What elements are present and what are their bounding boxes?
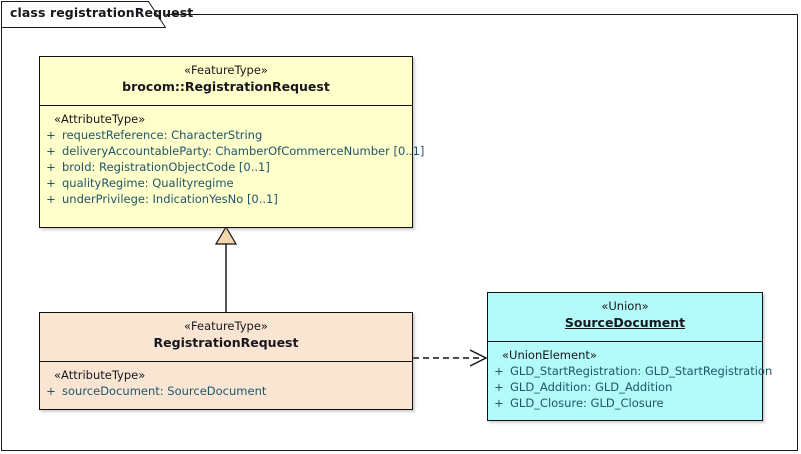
attribute-label: GLD_Addition: GLD_Addition [510,380,673,394]
compartment-divider [40,361,412,362]
attribute-row[interactable]: + deliveryAccountableParty: ChamberOfCom… [40,143,424,159]
visibility-marker: + [46,144,56,158]
class-stereotype: «Union» [601,299,649,313]
attribute-label: qualityRegime: Qualityregime [62,176,234,190]
compartment-divider [40,105,412,106]
class-stereotype: «FeatureType» [184,63,268,77]
compartment-stereotype: «AttributeType» [54,368,146,382]
attribute-label: sourceDocument: SourceDocument [62,384,267,398]
diagram-title-tab: class registrationRequest [1,1,193,28]
attribute-row[interactable]: + requestReference: CharacterString [40,127,412,143]
class-name: RegistrationRequest [153,335,299,350]
compartment-divider [488,341,762,342]
class-name: brocom::RegistrationRequest [122,79,330,94]
class-box-brocom-registration-request[interactable]: «FeatureType» brocom::RegistrationReques… [39,56,424,228]
attribute-label: broId: RegistrationObjectCode [0..1] [62,160,270,174]
visibility-marker: + [46,192,56,206]
attributes-compartment: «UnionElement» + GLD_StartRegistration: … [488,342,772,415]
attribute-label: GLD_Closure: GLD_Closure [510,396,664,410]
title-tab-shape [1,1,166,28]
class-box-registration-request[interactable]: «FeatureType» RegistrationRequest «Attri… [39,312,413,410]
attribute-row[interactable]: + GLD_Addition: GLD_Addition [488,379,762,395]
visibility-marker: + [494,364,504,378]
visibility-marker: + [494,380,504,394]
attribute-row[interactable]: + broId: RegistrationObjectCode [0..1] [40,159,412,175]
attribute-row[interactable]: + qualityRegime: Qualityregime [40,175,412,191]
attribute-label: underPrivilege: IndicationYesNo [0..1] [62,192,278,206]
attributes-compartment: «AttributeType» + sourceDocument: Source… [40,362,412,403]
attribute-label: deliveryAccountableParty: ChamberOfComme… [62,144,425,158]
attribute-row[interactable]: + underPrivilege: IndicationYesNo [0..1] [40,191,412,207]
attribute-row[interactable]: + sourceDocument: SourceDocument [40,383,412,399]
attributes-compartment: «AttributeType» + requestReference: Char… [40,106,424,211]
class-stereotype: «FeatureType» [184,319,268,333]
class-box-source-document[interactable]: «Union» SourceDocument «UnionElement» + … [487,292,772,421]
visibility-marker: + [46,384,56,398]
compartment-stereotype: «AttributeType» [54,112,146,126]
attribute-row[interactable]: + GLD_Closure: GLD_Closure [488,395,762,411]
attribute-label: requestReference: CharacterString [62,128,263,142]
attribute-label: GLD_StartRegistration: GLD_StartRegistra… [510,364,773,378]
class-header: «Union» SourceDocument [488,293,762,341]
attribute-row[interactable]: + GLD_StartRegistration: GLD_StartRegist… [488,363,772,379]
diagram-title-label: class registrationRequest [10,5,194,20]
visibility-marker: + [46,128,56,142]
compartment-stereotype: «UnionElement» [502,348,597,362]
class-header: «FeatureType» brocom::RegistrationReques… [40,57,412,105]
visibility-marker: + [46,176,56,190]
visibility-marker: + [494,396,504,410]
class-header: «FeatureType» RegistrationRequest [40,313,412,361]
class-name: SourceDocument [564,315,686,330]
visibility-marker: + [46,160,56,174]
